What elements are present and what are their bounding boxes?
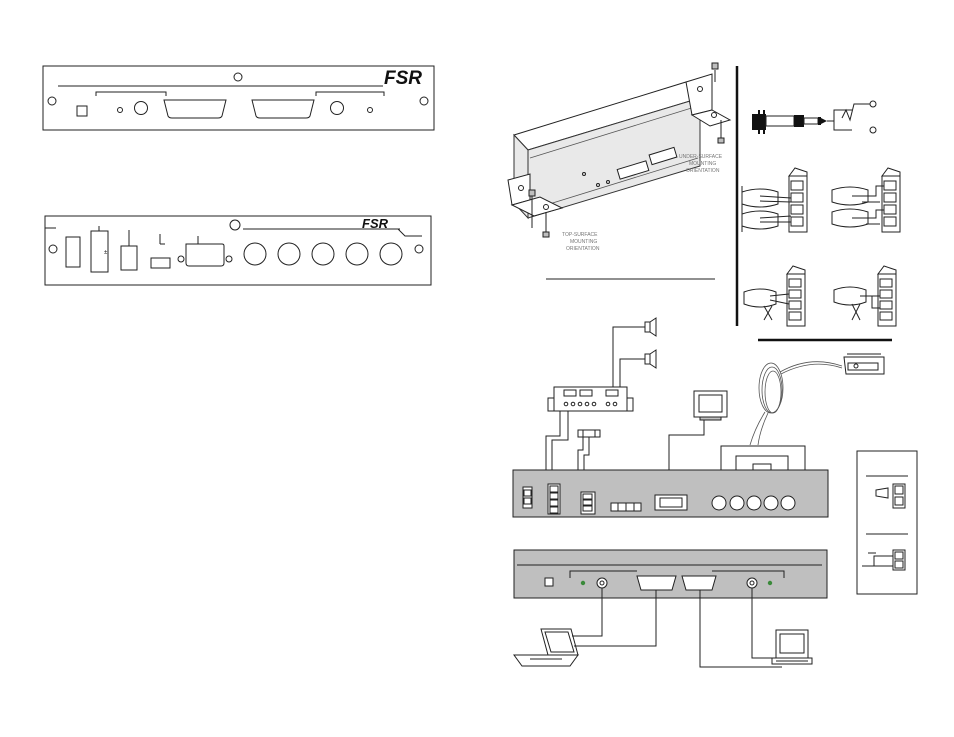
speaker-1: [644, 317, 657, 337]
svg-text:±: ±: [104, 250, 108, 256]
terminal-wiring-detail-1: [741, 167, 808, 233]
front-vga-port-left: [636, 575, 677, 591]
bnc-connector-2: [277, 242, 301, 266]
front-knob-right: [330, 101, 344, 115]
bnc-connector-4: [345, 242, 369, 266]
system-front-panel: [513, 549, 828, 599]
front-panel-drawing: FSR: [42, 65, 435, 131]
control-unit: [577, 429, 601, 438]
fsr-logo-rear: FSR: [362, 216, 389, 231]
fsr-logo-front: FSR: [384, 68, 422, 89]
amplifier: [547, 386, 634, 412]
sensor-module: [843, 353, 885, 375]
front-knob-left: [134, 101, 148, 115]
terminal-wiring-detail-3: [743, 265, 806, 327]
svg-text:ORIENTATION: ORIENTATION: [566, 246, 600, 252]
desktop-computer: [771, 629, 813, 665]
rear-db9-port: [185, 243, 225, 267]
front-port-iso-2: [648, 146, 678, 166]
terminal-wiring-detail-2: [831, 167, 901, 233]
terminal-block-a: [65, 236, 81, 268]
under-surface-label: UNDER-SURFACE: [679, 154, 723, 160]
system-rear-panel: [512, 469, 829, 518]
front-port-iso-1: [616, 160, 650, 180]
switch-legend-box: [856, 450, 918, 595]
coiled-cable: [749, 361, 843, 446]
terminal-block-c: [120, 245, 138, 271]
svg-text:MOUNTING: MOUNTING: [570, 239, 597, 245]
dip-switch: [150, 257, 171, 269]
bnc-connector-5: [379, 242, 403, 266]
db9-port-right: [251, 99, 315, 119]
db9-port-left: [163, 99, 227, 119]
svg-text:MOUNTING: MOUNTING: [689, 161, 716, 167]
mounting-illustration: UNDER-SURFACE MOUNTING ORIENTATION TOP-S…: [507, 62, 732, 252]
led-indicator: [117, 107, 123, 113]
top-surface-label: TOP-SURFACE: [562, 232, 598, 238]
rear-panel-drawing: FSR ±: [44, 215, 432, 286]
svg-text:ORIENTATION: ORIENTATION: [686, 168, 720, 174]
status-led-left: [580, 580, 586, 586]
speaker-2: [644, 349, 657, 369]
bnc-connector-3: [311, 242, 335, 266]
terminal-wiring-detail-4: [833, 265, 897, 327]
status-led-right: [767, 580, 773, 586]
bnc-connector-1: [243, 242, 267, 266]
laptop: [513, 628, 579, 667]
monitor-top: [693, 390, 728, 421]
rear-vga-port: [654, 494, 688, 511]
power-switch: [76, 105, 88, 117]
front-vga-port-right: [681, 575, 717, 591]
audio-jack-detail: [752, 100, 877, 134]
